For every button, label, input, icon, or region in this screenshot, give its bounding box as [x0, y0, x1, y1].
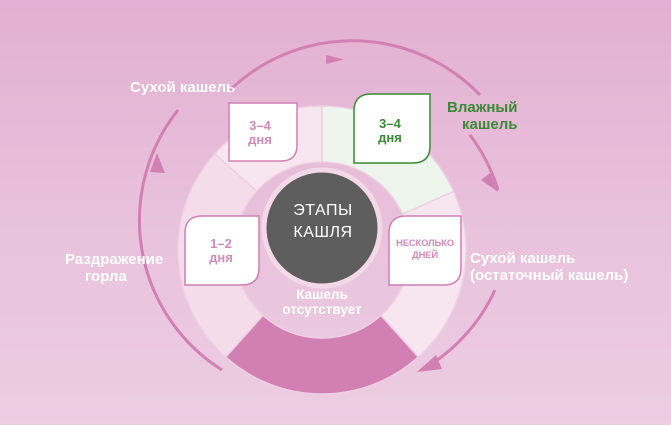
label-wet-cough: Влажный кашель [440, 99, 517, 133]
leaf-badge-residual [388, 215, 462, 286]
cycle-arc-right [468, 134, 500, 191]
label-wet-cough-line2: кашель [462, 116, 518, 133]
duration-residual-line2: ДНЕЙ [412, 250, 438, 261]
no-cough-label: Кашель отсутствует [262, 287, 382, 317]
duration-wet-cough-value: 3–4 [379, 116, 401, 131]
label-residual-line2: (остаточный кашель) [470, 267, 629, 284]
no-cough-line2: отсутствует [282, 302, 362, 317]
leaf-badge-wet-cough [353, 93, 431, 164]
center-title-line1: ЭТАПЫ [293, 202, 353, 219]
cycle-arc-left [137, 109, 223, 372]
duration-throat-unit: дня [209, 250, 233, 265]
no-cough-line1: Кашель [296, 287, 348, 302]
duration-wet-cough-unit: дня [378, 130, 402, 145]
center-circle [261, 167, 383, 289]
duration-residual-line1: НЕСКОЛЬКО [396, 238, 454, 249]
cycle-arrow-bottom-right [417, 355, 442, 372]
segment-no-cough [224, 314, 420, 395]
duration-dry-cough: 3–4 дня [229, 119, 291, 147]
duration-dry-cough-value: 3–4 [249, 118, 271, 133]
cycle-arc-bottom-right [429, 289, 497, 367]
center-title-line2: КАШЛЯ [293, 224, 353, 241]
duration-throat-value: 1–2 [210, 236, 232, 251]
label-wet-cough-line1: Влажный [447, 99, 518, 116]
label-residual-line1: Сухой кашель [470, 250, 576, 267]
cycle-arrow-top [326, 55, 344, 64]
leaf-badge-dry-cough [228, 102, 298, 162]
label-residual-cough: Сухой кашель (остаточный кашель) [470, 250, 628, 284]
center-title: ЭТАПЫ КАШЛЯ [264, 200, 382, 244]
duration-residual: НЕСКОЛЬКО ДНЕЙ [389, 238, 461, 262]
cycle-arrow-right [481, 173, 498, 192]
label-throat-line2: горла [85, 268, 127, 285]
label-throat-irritation: Раздражение горла [65, 251, 163, 285]
cycle-arc-top [228, 39, 482, 97]
leaf-badge-throat [184, 215, 260, 286]
label-throat-line1: Раздражение [65, 251, 164, 268]
cycle-arrow-left [150, 153, 165, 173]
duration-wet-cough: 3–4 дня [354, 117, 426, 145]
label-dry-cough: Сухой кашель [130, 79, 236, 96]
duration-dry-cough-unit: дня [248, 132, 272, 147]
duration-throat: 1–2 дня [185, 237, 257, 265]
